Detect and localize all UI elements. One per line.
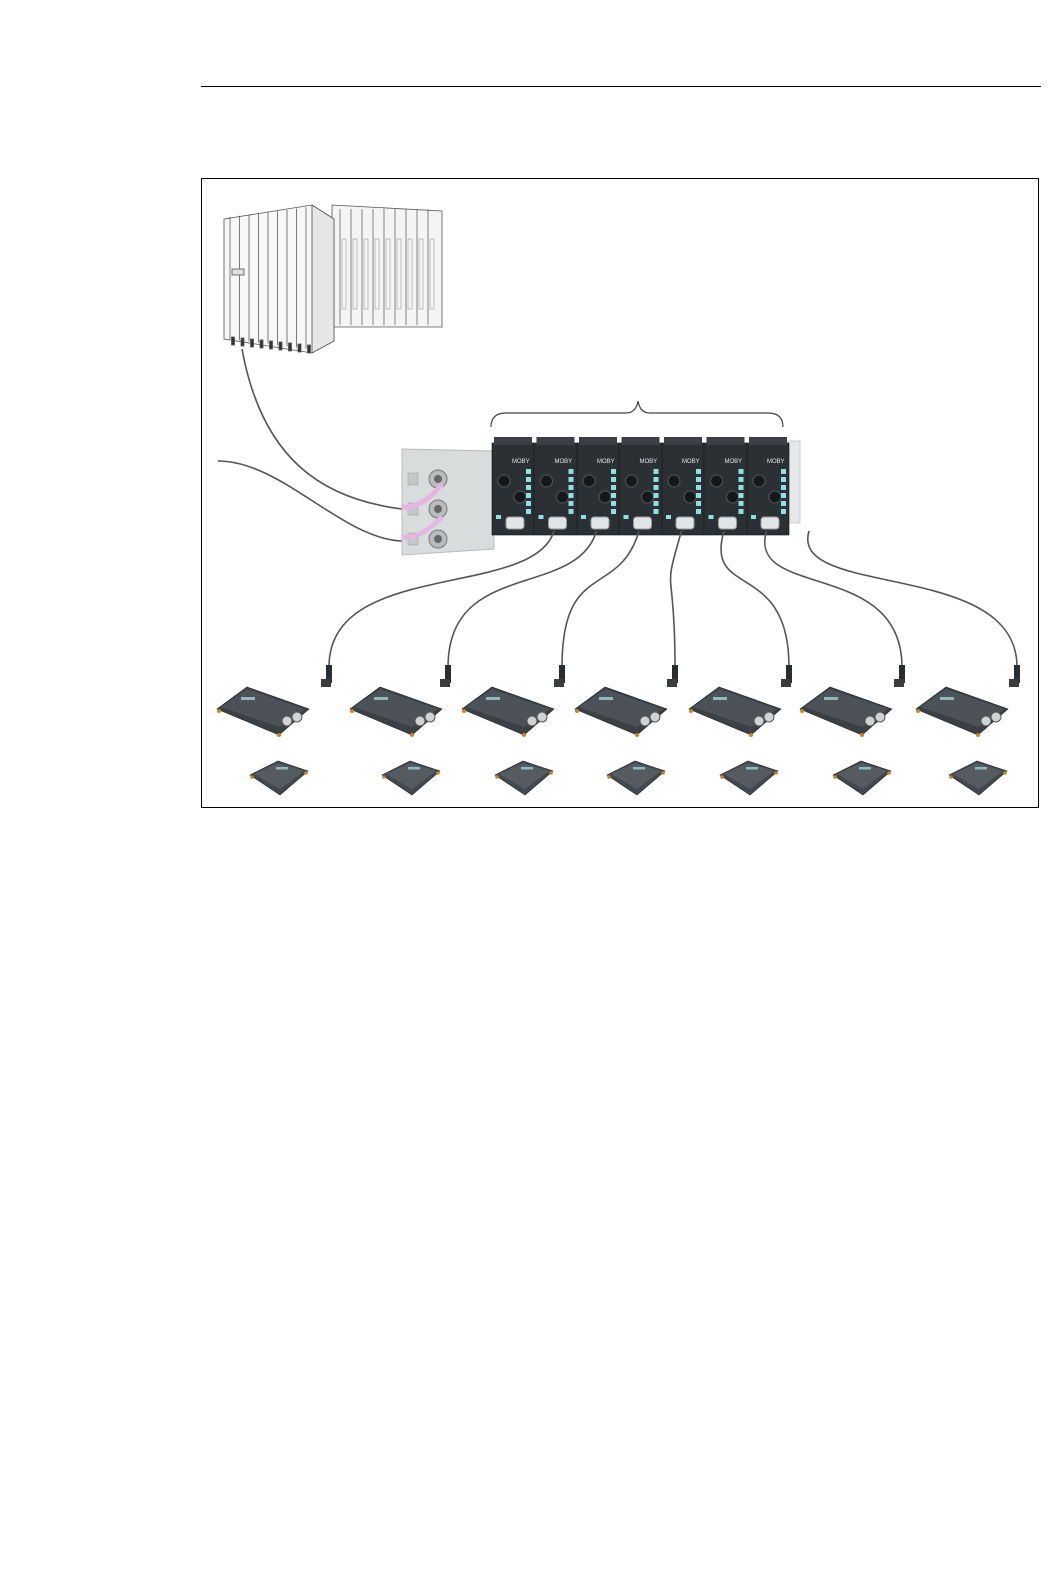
system-diagram: MOBY MOBY MOBY MOBY MOBY MOBY MOBY — [202, 179, 1038, 807]
communication-module: MOBY — [747, 437, 789, 535]
figure-frame: MOBY MOBY MOBY MOBY MOBY MOBY MOBY — [201, 178, 1039, 808]
reader-device — [462, 687, 554, 737]
transponder-tag — [833, 761, 891, 795]
module-label: MOBY — [512, 459, 530, 465]
reader-device — [217, 687, 309, 737]
transponder-tag — [949, 761, 1007, 795]
reader-device — [689, 687, 781, 737]
reader-connector — [1009, 665, 1020, 687]
reader-connector — [440, 665, 451, 687]
transponder-tag — [720, 761, 778, 795]
header-rule — [201, 86, 1041, 87]
communication-module: MOBY — [577, 437, 619, 535]
ethernet-cables — [218, 349, 402, 541]
reader-device — [916, 687, 1008, 737]
communication-module: MOBY — [620, 437, 662, 535]
reader-device — [800, 687, 892, 737]
module-label: MOBY — [597, 459, 615, 465]
readers — [217, 687, 1008, 737]
tags — [250, 761, 1007, 795]
reader-connector — [321, 665, 332, 687]
communication-module: MOBY — [492, 437, 534, 535]
transponder-tag — [607, 761, 665, 795]
reader-device — [350, 687, 442, 737]
plc-rack — [224, 205, 442, 353]
transponder-tag — [250, 761, 308, 795]
transponder-tag — [495, 761, 553, 795]
transponder-tag — [382, 761, 440, 795]
module-label: MOBY — [640, 459, 658, 465]
reader-connectors — [321, 665, 1020, 687]
communication-modules: MOBY MOBY MOBY MOBY MOBY MOBY MOBY — [492, 437, 789, 535]
reader-connector — [554, 665, 565, 687]
module-label: MOBY — [682, 459, 700, 465]
module-label: MOBY — [767, 459, 785, 465]
reader-connector — [781, 665, 792, 687]
module-label: MOBY — [555, 459, 573, 465]
communication-module: MOBY — [705, 437, 747, 535]
module-label: MOBY — [725, 459, 743, 465]
reader-connector — [894, 665, 905, 687]
communication-module: MOBY — [535, 437, 577, 535]
communication-module: MOBY — [662, 437, 704, 535]
reader-connector — [667, 665, 678, 687]
reader-device — [575, 687, 667, 737]
module-group-brace — [491, 401, 783, 427]
